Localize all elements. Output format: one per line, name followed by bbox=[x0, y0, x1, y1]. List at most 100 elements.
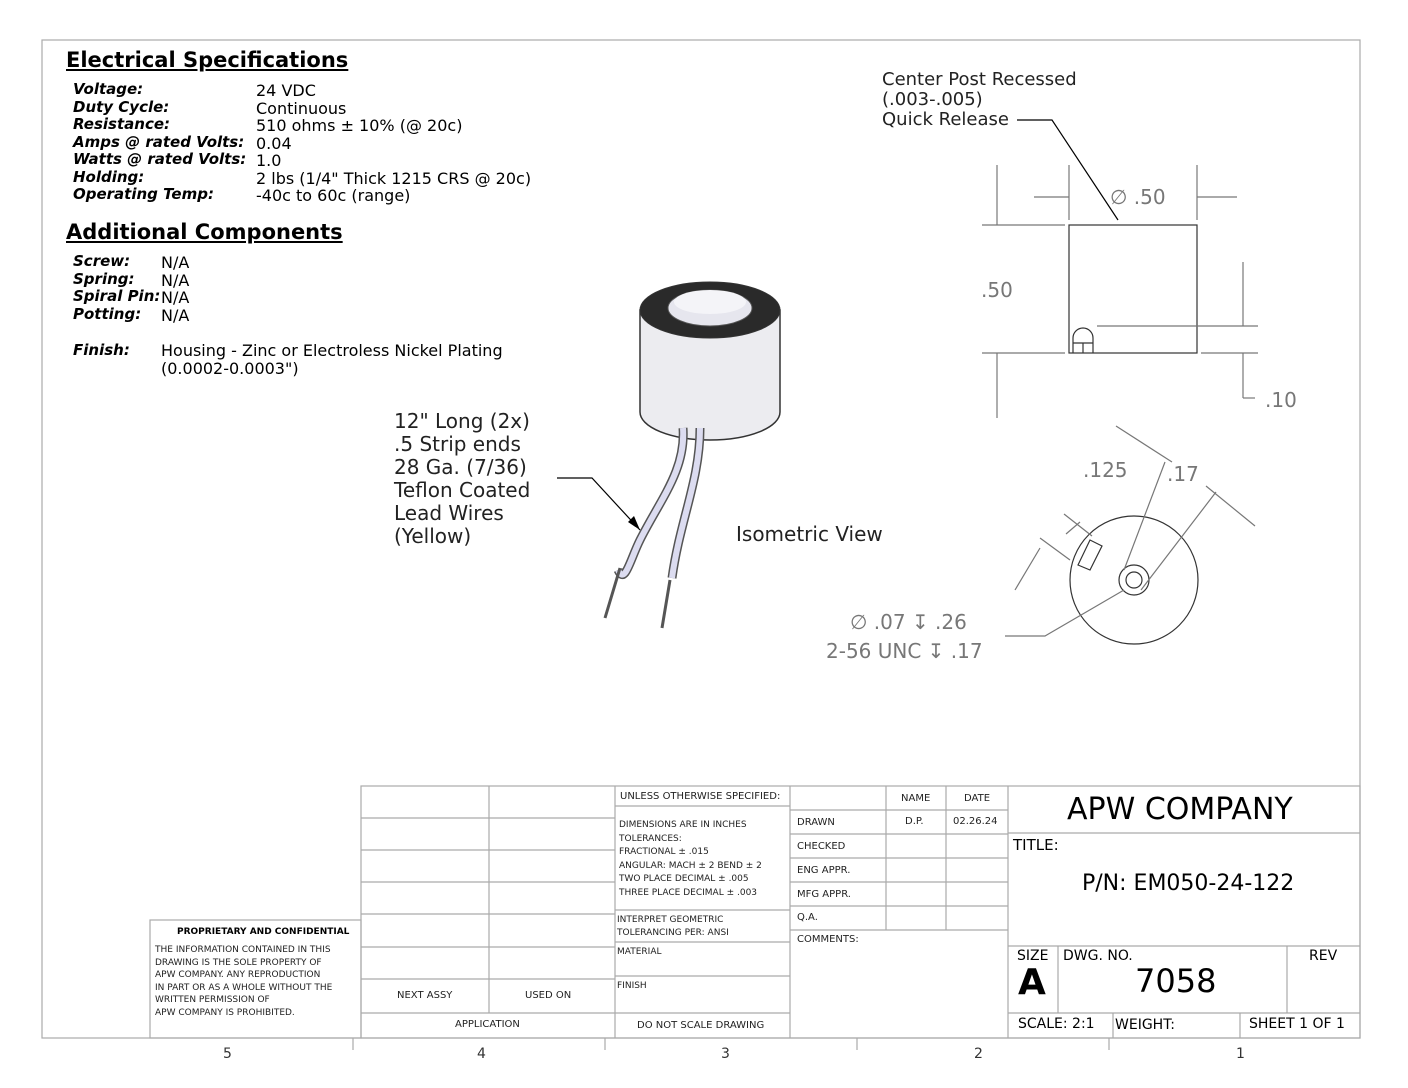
note-line: .5 Strip ends bbox=[394, 432, 521, 456]
do-not-scale: DO NOT SCALE DRAWING bbox=[637, 1020, 765, 1031]
drawn-label: DRAWN bbox=[797, 817, 835, 828]
weight-label: WEIGHT: bbox=[1115, 1017, 1175, 1033]
additional-components-heading: Additional Components bbox=[66, 220, 343, 244]
zone-label: 5 bbox=[223, 1046, 232, 1062]
electrical-specs-labels: Voltage: Duty Cycle: Resistance: Amps @ … bbox=[73, 80, 247, 204]
next-assy-label: NEXT ASSY bbox=[397, 990, 453, 1001]
text-line: DRAWING IS THE SOLE PROPERTY OF bbox=[155, 957, 322, 968]
side-view bbox=[982, 119, 1258, 418]
size-value: A bbox=[1018, 962, 1046, 1003]
text-line: IN PART OR AS A WHOLE WITHOUT THE bbox=[155, 982, 333, 993]
mfg-appr-label: MFG APPR. bbox=[797, 889, 851, 900]
finish-value: Housing - Zinc or Electroless Nickel Pla… bbox=[161, 342, 503, 377]
company-name: APW COMPANY bbox=[1067, 792, 1293, 827]
dim-height: .50 bbox=[981, 278, 1013, 302]
spec-value: 1.0 bbox=[256, 151, 282, 170]
text-line: ANGULAR: MACH ± 2 BEND ± 2 bbox=[619, 860, 762, 871]
proprietary-title: PROPRIETARY AND CONFIDENTIAL bbox=[177, 927, 350, 937]
dim-diameter: ∅ .50 bbox=[1110, 185, 1166, 209]
spec-label: Watts @ rated Volts: bbox=[73, 150, 247, 168]
dwg-no-label: DWG. NO. bbox=[1063, 948, 1133, 964]
additional-labels: Screw: Spring: Spiral Pin: Potting: bbox=[73, 252, 161, 323]
zone-label: 1 bbox=[1236, 1046, 1245, 1062]
dim-17: .17 bbox=[1167, 462, 1199, 486]
text-line: TOLERANCES: bbox=[619, 833, 682, 844]
dim-hole-diameter: ∅ .07 ↧ .26 bbox=[850, 610, 967, 634]
component-value: N/A bbox=[161, 253, 190, 272]
text-line: TOLERANCING PER: ANSI bbox=[617, 927, 729, 938]
text-line: THE INFORMATION CONTAINED IN THIS bbox=[155, 945, 331, 955]
drawn-name: D.P. bbox=[905, 816, 924, 827]
rev-label: REV bbox=[1309, 948, 1338, 964]
date-header: DATE bbox=[964, 793, 991, 804]
qa-label: Q.A. bbox=[797, 912, 818, 923]
dim-125: .125 bbox=[1083, 458, 1128, 482]
application-label: APPLICATION bbox=[455, 1019, 520, 1030]
text-line: TWO PLACE DECIMAL ± .005 bbox=[619, 874, 749, 884]
note-line: Lead Wires bbox=[394, 501, 504, 525]
dwg-number: 7058 bbox=[1135, 962, 1217, 1000]
end-view bbox=[1005, 425, 1256, 645]
component-value: N/A bbox=[161, 288, 190, 307]
spec-value: 510 ohms ± 10% (@ 20c) bbox=[256, 116, 463, 135]
scale-label: SCALE: 2:1 bbox=[1018, 1016, 1095, 1032]
component-label: Potting: bbox=[73, 304, 142, 323]
lead-wire-note: 12" Long (2x) .5 Strip ends 28 Ga. (7/36… bbox=[394, 410, 530, 548]
material-label: MATERIAL bbox=[617, 947, 662, 957]
unless-specified: UNLESS OTHERWISE SPECIFIED: bbox=[620, 791, 781, 802]
sheet-label: SHEET 1 OF 1 bbox=[1249, 1016, 1345, 1032]
title-label: TITLE: bbox=[1013, 836, 1059, 854]
spec-value: Continuous bbox=[256, 98, 347, 118]
note-line: Quick Release bbox=[882, 109, 1009, 130]
component-label: Spiral Pin: bbox=[73, 287, 161, 305]
used-on-label: USED ON bbox=[525, 990, 572, 1001]
zone-label: 2 bbox=[974, 1046, 983, 1062]
additional-values: N/A N/A N/A N/A bbox=[161, 254, 189, 324]
text-line: INTERPRET GEOMETRIC bbox=[617, 915, 724, 925]
note-line: Center Post Recessed bbox=[882, 69, 1077, 90]
component-value: N/A bbox=[161, 305, 190, 325]
electrical-specs-heading: Electrical Specifications bbox=[66, 48, 349, 72]
note-line: Teflon Coated bbox=[394, 478, 531, 502]
dim-thread: 2-56 UNC ↧ .17 bbox=[826, 639, 983, 663]
spec-label: Holding: bbox=[73, 167, 145, 186]
text-line: APW COMPANY IS PROHIBITED. bbox=[155, 1007, 295, 1018]
spec-value: -40c to 60c (range) bbox=[256, 186, 411, 205]
text-line: DIMENSIONS ARE IN INCHES bbox=[619, 820, 747, 830]
finish-line: (0.0002-0.0003") bbox=[161, 358, 299, 378]
dim-offset: .10 bbox=[1265, 388, 1297, 412]
spec-value: 0.04 bbox=[256, 133, 292, 153]
zone-label: 4 bbox=[477, 1046, 486, 1062]
eng-appr-label: ENG APPR. bbox=[797, 865, 851, 876]
proprietary-text: THE INFORMATION CONTAINED IN THIS DRAWIN… bbox=[155, 944, 332, 1019]
spec-label: Voltage: bbox=[73, 80, 144, 98]
text-line: APW COMPANY. ANY REPRODUCTION bbox=[155, 970, 321, 980]
text-line: WRITTEN PERMISSION OF bbox=[155, 995, 270, 1005]
electrical-specs-values: 24 VDC Continuous 510 ohms ± 10% (@ 20c)… bbox=[256, 82, 531, 205]
isometric-magnet bbox=[557, 281, 781, 629]
spec-label: Amps @ rated Volts: bbox=[73, 132, 245, 151]
component-value: N/A bbox=[161, 270, 190, 290]
finish-block-label: FINISH bbox=[617, 981, 647, 991]
name-header: NAME bbox=[901, 793, 931, 804]
finish-label: Finish: bbox=[73, 341, 130, 359]
finish-line: Housing - Zinc or Electroless Nickel Pla… bbox=[161, 341, 503, 360]
spec-value: 2 lbs (1/4" Thick 1215 CRS @ 20c) bbox=[256, 168, 532, 188]
spec-value: 24 VDC bbox=[256, 81, 316, 100]
note-line: 28 Ga. (7/36) bbox=[394, 455, 527, 479]
component-label: Spring: bbox=[73, 269, 135, 288]
note-line: (.003-.005) bbox=[882, 89, 983, 110]
component-label: Screw: bbox=[73, 252, 131, 270]
part-number: P/N: EM050-24-122 bbox=[1082, 871, 1295, 896]
spec-label: Resistance: bbox=[73, 115, 171, 133]
text-line: FRACTIONAL ± .015 bbox=[619, 847, 709, 857]
drawn-date: 02.26.24 bbox=[953, 816, 998, 827]
size-label: SIZE bbox=[1017, 948, 1049, 964]
isometric-view-label: Isometric View bbox=[736, 522, 883, 546]
spec-label: Operating Temp: bbox=[73, 185, 214, 203]
text-line: THREE PLACE DECIMAL ± .003 bbox=[619, 887, 758, 898]
checked-label: CHECKED bbox=[797, 841, 846, 852]
comments-label: COMMENTS: bbox=[797, 934, 859, 945]
